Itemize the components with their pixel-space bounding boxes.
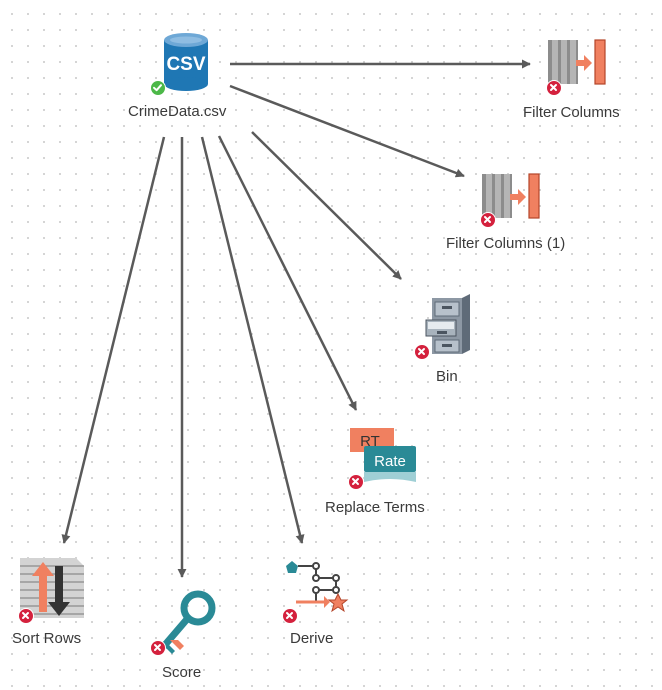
node-replace-terms[interactable]: RT Rate Replace Terms xyxy=(322,426,452,520)
node-label: Sort Rows xyxy=(12,630,82,647)
status-error-icon xyxy=(546,80,562,96)
node-filter-columns-1[interactable]: Filter Columns (1) xyxy=(440,170,590,260)
node-label: CrimeData.csv xyxy=(128,103,227,120)
status-error-icon xyxy=(18,608,34,624)
derive-icon xyxy=(286,561,349,613)
node-label: Filter Columns (1) xyxy=(446,235,566,252)
status-error-icon xyxy=(150,640,166,656)
replace-terms-icon: RT Rate xyxy=(350,428,416,482)
node-bin[interactable]: Bin xyxy=(410,292,490,388)
node-label: Filter Columns xyxy=(523,104,620,121)
node-score[interactable]: Score xyxy=(146,588,226,684)
edge-to-derive[interactable] xyxy=(200,136,305,544)
edge-to-sort-rows[interactable] xyxy=(61,136,166,544)
filing-cabinet-icon xyxy=(425,294,470,354)
status-error-icon xyxy=(414,344,430,360)
filter-columns-icon xyxy=(548,39,606,85)
csv-icon-text: CSV xyxy=(166,54,205,75)
edge-to-replace-terms[interactable] xyxy=(217,135,358,411)
rt-icon-text: RT xyxy=(360,433,380,450)
node-label: Bin xyxy=(436,368,458,385)
node-derive[interactable]: Derive xyxy=(278,556,358,656)
node-label: Derive xyxy=(290,630,334,647)
status-error-icon xyxy=(282,608,298,624)
node-label: Score xyxy=(162,664,202,681)
node-sort-rows[interactable]: Sort Rows xyxy=(8,556,104,656)
node-label: Replace Terms xyxy=(325,499,425,516)
csv-database-icon: CSV xyxy=(164,33,208,91)
filter-columns-icon xyxy=(482,173,540,219)
edge-to-filter-columns-1[interactable] xyxy=(229,84,465,178)
node-filter-columns[interactable]: Filter Columns xyxy=(520,36,640,126)
status-ok-icon xyxy=(150,80,166,96)
rate-icon-text: Rate xyxy=(374,453,406,470)
status-error-icon xyxy=(480,212,496,228)
edge-to-bin[interactable] xyxy=(251,131,402,280)
sort-rows-icon xyxy=(20,558,84,618)
node-crimedata-csv[interactable]: CSV CrimeData.csv xyxy=(120,28,250,122)
status-error-icon xyxy=(348,474,364,490)
key-icon xyxy=(160,590,216,654)
